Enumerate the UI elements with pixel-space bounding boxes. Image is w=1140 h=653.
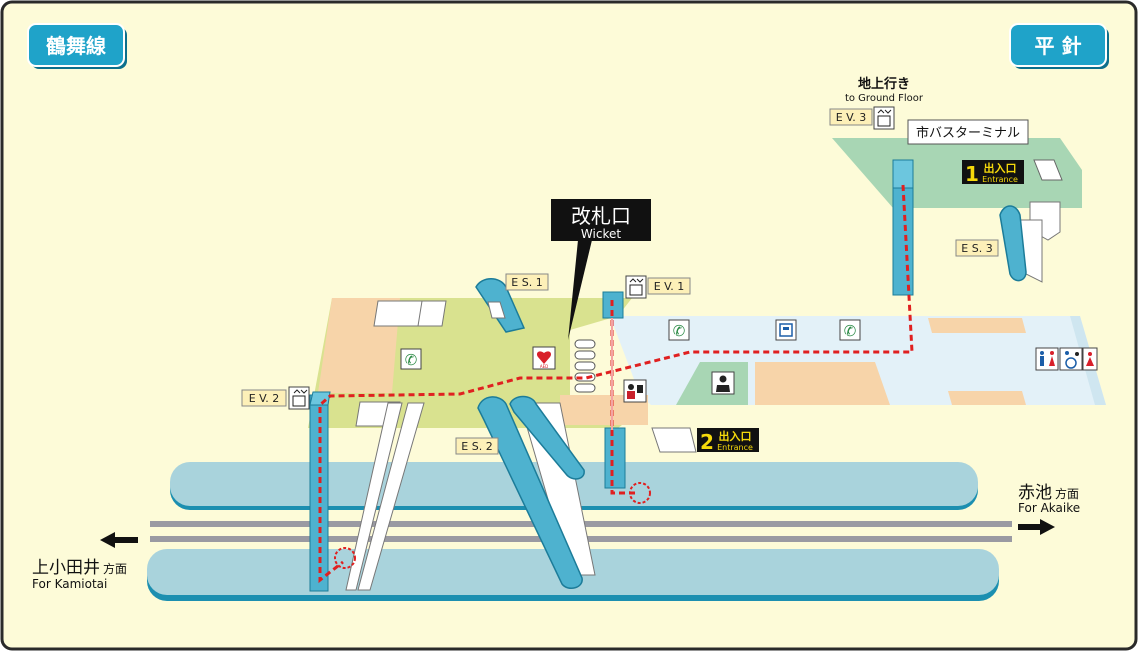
svg-text:平 針: 平 針 (1035, 34, 1082, 58)
elevator-ev3-shaft (892, 159, 914, 296)
arrow-right-icon (1018, 519, 1055, 535)
arrow-left-icon (100, 532, 138, 548)
svg-text:出入口: 出入口 (984, 161, 1017, 175)
direction-right-jp: 赤池方面 (1018, 483, 1079, 503)
aed-icon: AED (532, 346, 556, 370)
escalator-es2 (477, 395, 585, 589)
wicket-callout: 改札口 Wicket (551, 199, 651, 340)
elevator-icon (288, 386, 310, 410)
svg-text:E V. 2: E V. 2 (249, 392, 280, 405)
telephone-icon: ✆ (400, 348, 422, 370)
svg-text:Entrance: Entrance (717, 443, 753, 452)
ticket-machine-icon (775, 319, 797, 341)
line-badge-left: 鶴舞線 (27, 23, 127, 69)
svg-text:1: 1 (965, 162, 979, 186)
boarding-point-2 (334, 547, 356, 569)
line-badge-right: 平 針 (1009, 23, 1109, 69)
svg-text:鶴舞線: 鶴舞線 (46, 34, 106, 58)
svg-text:Entrance: Entrance (982, 175, 1018, 184)
wicket-label-en: Wicket (581, 227, 621, 241)
label-ev2: E V. 2 (241, 389, 287, 407)
bus-terminal-label: 市バスターミナル (916, 125, 1020, 141)
ground-floor-label-en: to Ground Floor (845, 93, 924, 104)
label-es3: E S. 3 (955, 239, 999, 257)
svg-text:E V. 3: E V. 3 (836, 111, 867, 124)
entrance-2-badge: 2 出入口 Entrance (697, 428, 759, 454)
svg-text:✆: ✆ (673, 322, 686, 340)
svg-text:E V. 1: E V. 1 (654, 280, 685, 293)
wicket-label-jp: 改札口 (571, 204, 631, 228)
label-ev3: E V. 3 (829, 108, 873, 126)
accessible-route-main (318, 184, 914, 584)
label-es2: E S. 2 (455, 437, 499, 455)
entrance-1-badge: 1 出入口 Entrance (962, 160, 1024, 186)
restroom-icon (1035, 347, 1059, 371)
stairs-entrance-2 (651, 427, 697, 453)
family-restroom-icon (1082, 347, 1098, 371)
svg-text:E S. 1: E S. 1 (511, 276, 542, 289)
direction-left-en: For Kamiotai (32, 577, 107, 591)
shop-area (755, 362, 890, 405)
telephone-icon: ✆ (668, 319, 690, 341)
ticket-office-icon (623, 379, 647, 403)
svg-text:✆: ✆ (405, 351, 418, 369)
direction-left-jp: 上小田井方面 (32, 558, 127, 578)
svg-text:E S. 2: E S. 2 (461, 440, 492, 453)
svg-text:E S. 3: E S. 3 (961, 242, 992, 255)
elevator-icon (873, 106, 895, 130)
direction-right-en: For Akaike (1018, 501, 1080, 515)
svg-text:✆: ✆ (844, 322, 857, 340)
accessible-restroom-icon (1059, 347, 1083, 371)
label-es1: E S. 1 (505, 273, 549, 291)
telephone-icon: ✆ (839, 319, 861, 341)
svg-text:出入口: 出入口 (719, 429, 752, 443)
wicket-gates (574, 339, 596, 393)
bus-terminal-label-box (907, 119, 1029, 145)
boarding-point-1 (629, 482, 651, 504)
elevator-icon (625, 275, 647, 299)
label-ev1: E V. 1 (647, 277, 691, 295)
ground-floor-label-jp: 地上行き (858, 76, 910, 92)
svg-text:AED: AED (540, 364, 548, 369)
stairs-to-platform-left (345, 402, 425, 591)
escalator-es1 (475, 278, 526, 333)
station-staff-icon (711, 371, 735, 395)
escalator-es3 (999, 205, 1027, 282)
svg-text:2: 2 (700, 430, 714, 454)
